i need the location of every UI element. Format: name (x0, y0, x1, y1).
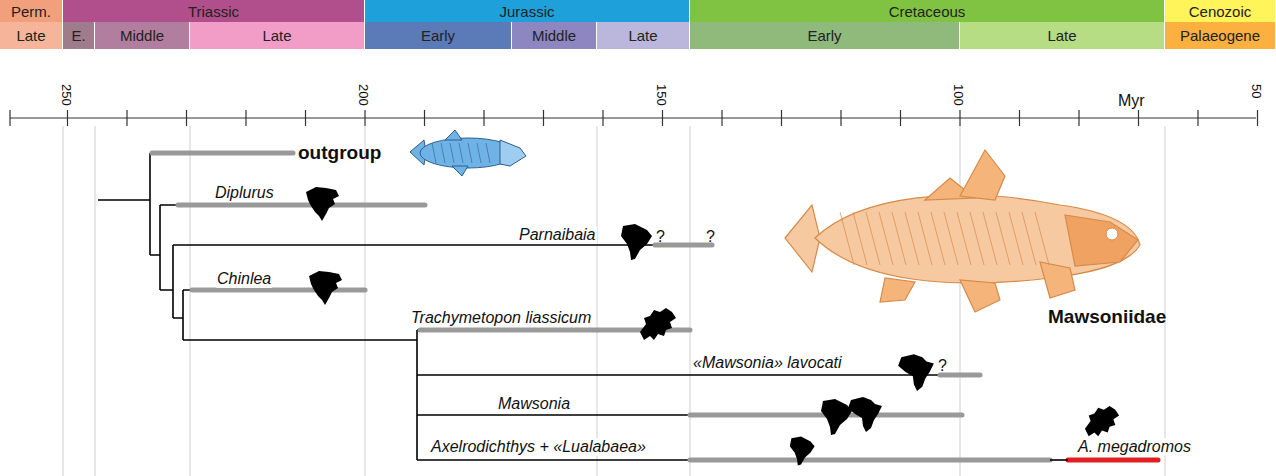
taxon-name: A. megadromos (1077, 438, 1192, 456)
interval-name: Triassic (188, 3, 239, 20)
interval-name: Late (628, 27, 657, 44)
interval-name: Cretaceous (889, 3, 966, 20)
time-interval-band: Early (690, 22, 960, 49)
interval-name: Middle (120, 27, 164, 44)
interval-name: E. (71, 27, 85, 44)
time-interval-band: Perm. (0, 0, 63, 22)
time-interval-band: Late (190, 22, 365, 49)
interval-name: Middle (532, 27, 576, 44)
time-interval-band: E. (63, 22, 95, 49)
taxon-name: Mawsonia (497, 395, 571, 413)
clade-label: Mawsoniidae (1048, 306, 1166, 328)
taxon-name: Parnaibaia (518, 226, 597, 244)
time-interval-band: Late (0, 22, 63, 49)
interval-name: Perm. (11, 3, 51, 20)
interval-name: Early (421, 27, 455, 44)
axis-number: 50 (1247, 84, 1265, 98)
axis-number: 150 (652, 84, 670, 106)
time-interval-band: Triassic (63, 0, 365, 22)
time-interval-band: Middle (95, 22, 190, 49)
interval-name: Palaeogene (1180, 27, 1260, 44)
time-interval-band: Jurassic (365, 0, 690, 22)
interval-name: Jurassic (499, 3, 554, 20)
time-interval-band: Late (597, 22, 690, 49)
taxon-name: Trachymetopon liassicum (410, 309, 592, 327)
interval-name: Late (1047, 27, 1076, 44)
time-interval-band: Late (960, 22, 1165, 49)
interval-name: Late (262, 27, 291, 44)
time-interval-band: Cenozoic (1165, 0, 1276, 22)
time-interval-band: Middle (512, 22, 597, 49)
clade-label: outgroup (298, 142, 381, 164)
taxon-name: «Mawsonia» lavocati (692, 354, 843, 372)
time-interval-band: Cretaceous (690, 0, 1165, 22)
uncertainty-mark: ? (938, 357, 947, 375)
taxon-name: Chinlea (216, 270, 272, 288)
axis-number: 250 (57, 84, 75, 106)
axis-unit: Myr (1118, 92, 1145, 110)
time-interval-band: Palaeogene (1165, 22, 1276, 49)
interval-name: Cenozoic (1189, 3, 1252, 20)
interval-name: Late (16, 27, 45, 44)
axis-number: 200 (354, 84, 372, 106)
interval-name: Early (807, 27, 841, 44)
uncertainty-mark: ? (656, 228, 665, 246)
uncertainty-mark: ? (706, 228, 715, 246)
axis-number: 100 (949, 84, 967, 106)
taxon-name: Diplurus (214, 184, 275, 202)
taxon-name: Axelrodichthys + «Lualabaea» (430, 438, 647, 456)
time-interval-band: Early (365, 22, 512, 49)
